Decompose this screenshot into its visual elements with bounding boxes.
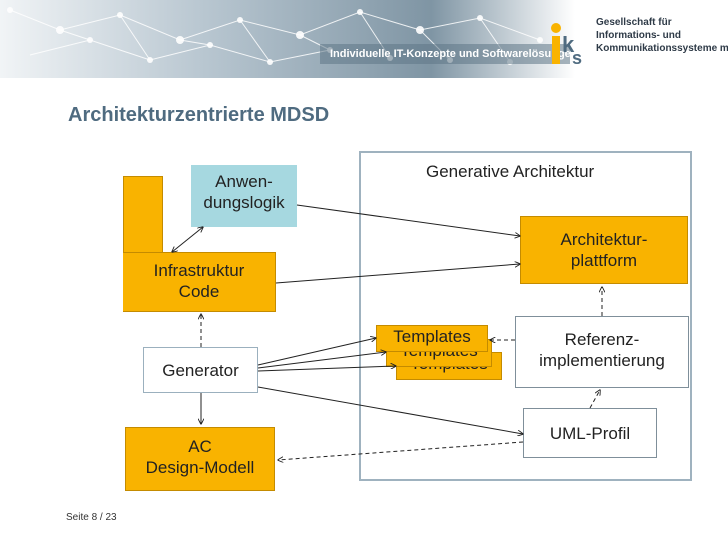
uml-profile-label: UML-Profil <box>549 424 631 443</box>
header-banner: Individuelle IT-Konzepte und Softwarelös… <box>0 0 728 78</box>
arrow-generator-to-templates-2 <box>257 352 386 369</box>
slide-title: Architekturzentrierte MDSD <box>68 104 330 126</box>
iks-logo: k s <box>546 20 586 68</box>
arrow-generator-to-templates-1 <box>257 338 376 366</box>
arrow-uml-to-ac <box>278 441 524 460</box>
svg-text:s: s <box>572 48 582 68</box>
application-logic-label-2: dungslogik <box>203 193 285 212</box>
arrow-generator-to-uml <box>257 386 523 434</box>
company-name: Gesellschaft für Informations- und Kommu… <box>596 16 728 55</box>
ac-design-label-1: AC <box>188 437 212 456</box>
network-banner-graphic <box>0 0 728 78</box>
arrow-uml-to-reference <box>589 390 600 409</box>
uml-profile-box: UML-Profil <box>523 408 657 458</box>
arrow-generator-to-templates-3 <box>257 366 396 372</box>
ac-design-model-box: AC Design-Modell <box>125 427 275 491</box>
generative-architecture-frame <box>359 151 692 481</box>
infrastructure-label-2: Code <box>178 282 220 301</box>
application-logic-box: Anwen- dungslogik <box>191 165 297 227</box>
company-line-2: Informations- und <box>596 30 681 41</box>
application-logic-label-1: Anwen- <box>215 172 273 191</box>
reference-implementation-label-1: Referenz- <box>564 330 640 349</box>
company-line-1: Gesellschaft für <box>596 17 672 28</box>
ac-design-label-2: Design-Modell <box>145 458 255 477</box>
architecture-platform-label-2: plattform <box>570 251 638 270</box>
reference-implementation-label-2: implementierung <box>539 351 665 370</box>
infrastructure-code-box: Infrastruktur Code <box>123 252 276 312</box>
arrow-infra-logic <box>172 227 203 252</box>
infrastructure-label-1: Infrastruktur <box>153 261 245 280</box>
architecture-platform-box: Architektur- plattform <box>520 216 688 284</box>
architecture-platform-label-1: Architektur- <box>560 230 648 249</box>
generative-architecture-label: Generative Architektur <box>426 162 595 181</box>
reference-implementation-box: Referenz- implementierung <box>515 316 689 388</box>
company-line-3: Kommunikationssysteme mbH <box>596 43 728 54</box>
generator-box: Generator <box>143 347 258 393</box>
generator-label: Generator <box>162 361 239 380</box>
arrow-logic-to-platform <box>296 204 520 236</box>
page-number: Seite 8 / 23 <box>66 512 117 523</box>
templates-card-front: Templates <box>376 325 488 352</box>
arrow-infra-to-platform <box>275 264 520 284</box>
templates-label-front: Templates <box>393 327 471 346</box>
svg-text:k: k <box>562 32 575 57</box>
banner-tagline: Individuelle IT-Konzepte und Softwarelös… <box>330 48 578 60</box>
